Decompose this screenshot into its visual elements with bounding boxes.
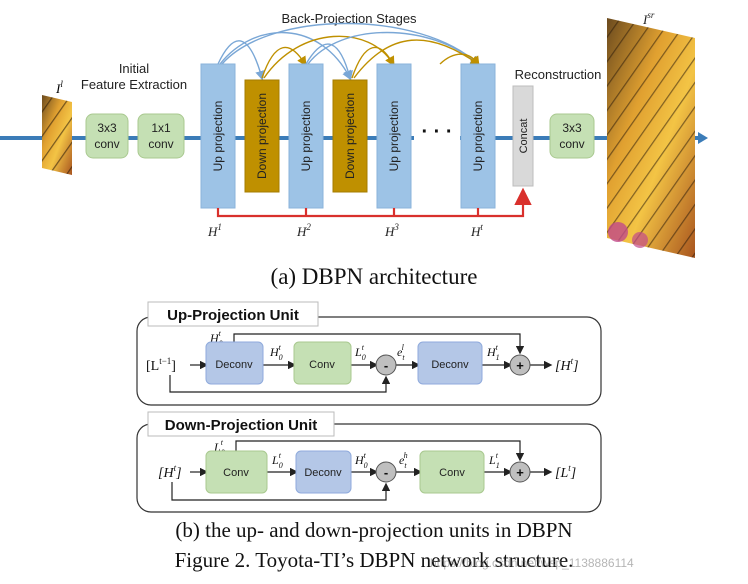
down-unit-plus-label: + [516, 465, 524, 480]
conv-3x3-output-block [549, 113, 595, 159]
up-unit-h0t: H0t [269, 343, 283, 362]
h3-label: H3 [384, 222, 399, 239]
up-unit-plus-label: + [516, 358, 524, 373]
input-image [42, 95, 72, 175]
up-unit-minus-op [375, 354, 397, 376]
down-projection-block-1 [244, 79, 280, 193]
down-projection-2-label: Down projection [343, 93, 357, 179]
h1-label: H1 [207, 222, 222, 239]
down-unit-eth: eth [399, 451, 408, 470]
up-unit-conv-label: Conv [309, 359, 335, 371]
up-projection-1-label: Up projection [211, 101, 225, 172]
up-unit-deconv-1-label: Deconv [215, 359, 253, 371]
up-unit-output: [Ht] [555, 356, 579, 374]
up-projection-unit-title: Up-Projection Unit [167, 307, 299, 324]
up-unit-deconv-2 [417, 341, 483, 385]
up-projection-unit-frame [136, 316, 602, 406]
up-unit-etl: etl [397, 343, 405, 362]
h2-label: H2 [296, 222, 311, 239]
projection-units-diagram: Up-Projection Unit [Lt−1] H0t Deconv H0t… [136, 301, 602, 513]
concat-block [512, 85, 534, 187]
conv-3x3-output-line1: 3x3 [562, 121, 582, 135]
down-projection-unit-frame [136, 423, 602, 513]
up-unit-conv [293, 341, 352, 385]
down-unit-minus-op [375, 461, 397, 483]
initial-title-2: Feature Extraction [81, 77, 187, 92]
up-projection-block-1 [200, 63, 236, 209]
output-label: Isr [642, 10, 655, 27]
up-unit-deconv-1 [205, 341, 264, 385]
up-projection-t-label: Up projection [471, 101, 485, 172]
initial-title-1: Initial [119, 61, 149, 76]
input-label: Il [55, 79, 63, 96]
dense-connection-arcs [217, 22, 481, 81]
dbpn-architecture-diagram: Il Initial Feature Extraction 3x3 conv 1… [0, 10, 708, 258]
conv-1x1-block [137, 113, 185, 159]
figure-caption: Figure 2. Toyota-TI’s DBPN network struc… [174, 548, 574, 572]
down-projection-1-label: Down projection [255, 93, 269, 179]
down-unit-deconv-label: Deconv [304, 467, 342, 479]
down-projection-unit-title: Down-Projection Unit [165, 417, 318, 434]
caption-b: (b) the up- and down-projection units in… [175, 518, 573, 542]
down-unit-conv-2 [419, 450, 485, 494]
up-unit-minus-label: - [384, 358, 388, 373]
down-unit-minus-label: - [384, 465, 388, 480]
caption-a: (a) DBPN architecture [270, 264, 478, 289]
down-unit-deconv [295, 450, 352, 494]
concat-feature-path [216, 187, 532, 218]
output-image [607, 18, 695, 258]
conv-1x1-line2: conv [148, 137, 173, 151]
stages-title: Back-Projection Stages [281, 11, 417, 26]
up-unit-l0t: L0t [354, 343, 366, 362]
up-projection-unit-title-box [147, 301, 319, 327]
down-projection-unit-title-box [147, 411, 335, 437]
up-unit-deconv-2-label: Deconv [431, 359, 469, 371]
down-unit-l1t: L1t [488, 451, 500, 470]
output-arrowhead [698, 132, 708, 144]
up-projection-block-2 [288, 63, 324, 209]
ht-label: Ht [470, 222, 483, 239]
down-unit-l0t: L0t [271, 451, 283, 470]
watermark: https://blog.csdn.net/wsp_1138886114 [430, 556, 634, 570]
down-unit-input: [Ht] [158, 463, 182, 481]
up-unit-connections [169, 333, 553, 393]
down-projection-block-2 [332, 79, 368, 193]
conv-3x3-output-line2: conv [559, 137, 584, 151]
reconstruction-title: Reconstruction [515, 67, 602, 82]
concat-label: Concat [518, 119, 530, 154]
down-unit-conv-1-label: Conv [223, 467, 249, 479]
down-unit-h0t: H0t [354, 451, 368, 470]
down-unit-conv-2-label: Conv [439, 467, 465, 479]
down-unit-connections [171, 440, 553, 501]
down-unit-output: [Lt] [555, 463, 576, 481]
up-projection-2-label: Up projection [299, 101, 313, 172]
conv-3x3-input-line2: conv [94, 137, 119, 151]
conv-3x3-input-line1: 3x3 [97, 121, 117, 135]
up-unit-input: [Lt−1] [146, 356, 176, 374]
ellipsis-dots: · · · [421, 121, 452, 143]
conv-1x1-line1: 1x1 [151, 121, 171, 135]
down-unit-conv-1 [205, 450, 268, 494]
up-unit-h1t: H1t [486, 343, 500, 362]
up-projection-3-label: Up projection [387, 101, 401, 172]
down-unit-plus-op [509, 461, 531, 483]
up-unit-plus-op [509, 354, 531, 376]
conv-3x3-input-block [85, 113, 129, 159]
up-projection-block-3 [376, 63, 412, 209]
